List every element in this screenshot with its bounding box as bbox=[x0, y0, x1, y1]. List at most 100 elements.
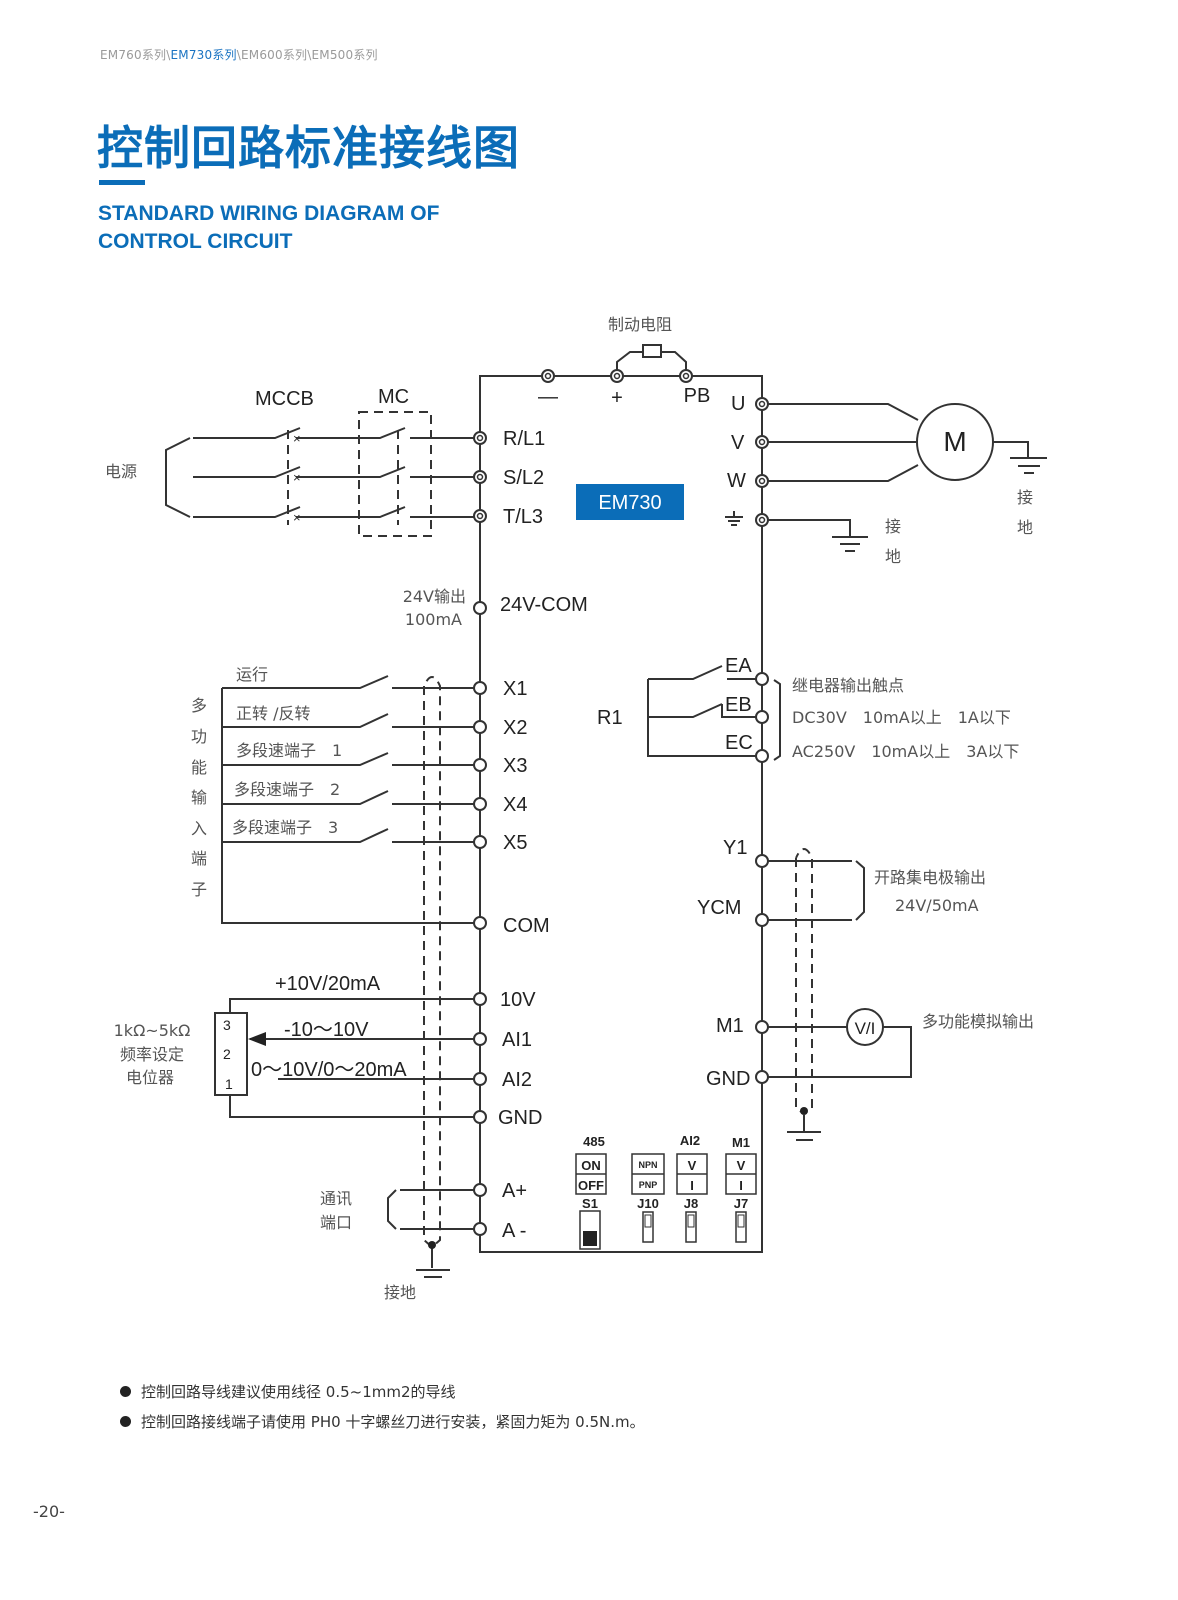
svg-text:通讯: 通讯 bbox=[320, 1189, 352, 1208]
shield-cable-left bbox=[423, 676, 441, 1249]
notes-list: 控制回路导线建议使用线径 0.5~1mm2的导线 控制回路接线端子请使用 PH0… bbox=[120, 1376, 645, 1436]
svg-text:T/L3: T/L3 bbox=[503, 506, 543, 528]
analog-ground-icon bbox=[787, 1114, 821, 1141]
mc-box bbox=[358, 411, 432, 537]
brake-resistor-icon bbox=[642, 344, 662, 358]
svg-text:V/I: V/I bbox=[855, 1019, 876, 1038]
switch-j10[interactable]: NPN PNP J10 bbox=[631, 1153, 665, 1243]
switch-j7[interactable]: M1 V I J7 bbox=[725, 1135, 757, 1243]
svg-text:M1: M1 bbox=[732, 1135, 750, 1150]
breadcrumb-item[interactable]: EM600系列 bbox=[241, 48, 308, 62]
switch-j8[interactable]: AI2 V I J8 bbox=[676, 1133, 708, 1243]
svg-text:GND: GND bbox=[498, 1107, 542, 1129]
input-terminals: R/L1 S/L2 T/L3 bbox=[473, 428, 545, 528]
svg-text:V: V bbox=[688, 1158, 697, 1173]
svg-text:M1: M1 bbox=[716, 1015, 744, 1037]
comm-ground-icon bbox=[416, 1247, 450, 1278]
svg-text:+: + bbox=[611, 387, 623, 409]
mccb-label: MCCB bbox=[255, 388, 314, 410]
multi-input-label: 多 功 能 输 入 端 子 bbox=[191, 696, 207, 899]
svg-text:X4: X4 bbox=[503, 794, 527, 816]
svg-text:S1: S1 bbox=[582, 1196, 598, 1211]
svg-text:继电器输出触点: 继电器输出触点 bbox=[792, 676, 904, 695]
svg-text:24V/50mA: 24V/50mA bbox=[895, 896, 979, 915]
power-source-label: 电源 bbox=[105, 462, 137, 481]
page-number: -20- bbox=[33, 1502, 65, 1521]
svg-text:EC: EC bbox=[725, 732, 753, 754]
bullet-icon bbox=[120, 1415, 131, 1427]
svg-text:YCM: YCM bbox=[697, 897, 741, 919]
svg-text:0～10V/0～20mA: 0～10V/0～20mA bbox=[251, 1059, 407, 1081]
svg-text:NPN: NPN bbox=[638, 1160, 657, 1170]
svg-text:J10: J10 bbox=[637, 1196, 659, 1211]
svg-text:R/L1: R/L1 bbox=[503, 428, 545, 450]
svg-text:AI2: AI2 bbox=[502, 1069, 532, 1091]
bullet-icon bbox=[120, 1385, 131, 1397]
svg-text:OFF: OFF bbox=[578, 1178, 604, 1193]
svg-text:子: 子 bbox=[191, 880, 207, 899]
svg-text:PNP: PNP bbox=[639, 1180, 658, 1190]
breadcrumb-item[interactable]: EM760系列 bbox=[100, 48, 167, 62]
svg-text:—: — bbox=[538, 386, 558, 408]
svg-text:V: V bbox=[737, 1158, 746, 1173]
svg-text:A+: A+ bbox=[502, 1180, 527, 1202]
svg-text:AC250V 10mA以上 3A以下: AC250V 10mA以上 3A以下 bbox=[792, 742, 1019, 761]
title-underline bbox=[99, 180, 145, 185]
device-ground-icon bbox=[768, 519, 868, 552]
output-terminals: U V W bbox=[725, 393, 769, 527]
shield-cable-right bbox=[795, 848, 813, 1116]
mc-label: MC bbox=[378, 386, 409, 408]
svg-text:AI2: AI2 bbox=[680, 1133, 700, 1148]
svg-text:×: × bbox=[293, 470, 301, 485]
svg-text:正转 /反转: 正转 /反转 bbox=[236, 704, 310, 723]
svg-text:能: 能 bbox=[191, 758, 207, 777]
brake-resistor-label: 制动电阻 bbox=[608, 315, 672, 334]
svg-text:×: × bbox=[293, 431, 301, 446]
svg-text:接: 接 bbox=[1017, 488, 1033, 507]
relay-name: R1 bbox=[597, 707, 623, 729]
svg-text:3: 3 bbox=[223, 1017, 231, 1033]
motor-label: M bbox=[943, 426, 966, 457]
svg-text:X3: X3 bbox=[503, 755, 527, 777]
power-lines: ××× bbox=[193, 427, 480, 525]
svg-text:1kΩ~5kΩ: 1kΩ~5kΩ bbox=[114, 1021, 191, 1040]
svg-text:I: I bbox=[690, 1178, 694, 1193]
page-subtitle: STANDARD WIRING DIAGRAM OF CONTROL CIRCU… bbox=[98, 202, 440, 253]
svg-text:多段速端子 3: 多段速端子 3 bbox=[232, 818, 338, 837]
digital-input-rows: 运行 正转 /反转 多段速端子 1 多段速端子 2 多段速端子 3 X1 X2 … bbox=[222, 665, 550, 937]
motor-ground-icon bbox=[993, 441, 1047, 474]
svg-text:频率设定: 频率设定 bbox=[120, 1045, 184, 1064]
svg-text:开路集电极输出: 开路集电极输出 bbox=[874, 868, 986, 887]
svg-text:A -: A - bbox=[502, 1220, 526, 1242]
svg-text:端: 端 bbox=[191, 849, 207, 868]
svg-text:多: 多 bbox=[191, 696, 207, 715]
svg-text:地: 地 bbox=[885, 547, 901, 566]
svg-text:1: 1 bbox=[225, 1076, 233, 1092]
switch-s1[interactable]: 485 ON OFF S1 bbox=[575, 1134, 607, 1250]
breadcrumb: EM760系列\EM730系列\EM600系列\EM500系列 bbox=[100, 48, 378, 62]
svg-text:端口: 端口 bbox=[320, 1213, 352, 1232]
svg-text:X2: X2 bbox=[503, 717, 527, 739]
breadcrumb-item[interactable]: EM500系列 bbox=[311, 48, 378, 62]
svg-text:EB: EB bbox=[725, 694, 752, 716]
svg-text:多段速端子 2: 多段速端子 2 bbox=[234, 780, 340, 799]
device-label: EM730 bbox=[598, 492, 661, 514]
svg-text:S/L2: S/L2 bbox=[503, 467, 544, 489]
svg-text:10V: 10V bbox=[500, 989, 536, 1011]
svg-text:U: U bbox=[731, 393, 745, 415]
svg-text:2: 2 bbox=[223, 1046, 231, 1062]
note-item: 控制回路接线端子请使用 PH0 十字螺丝刀进行安装，紧固力矩为 0.5N.m。 bbox=[120, 1406, 645, 1436]
svg-text:PB: PB bbox=[684, 385, 711, 407]
note-item: 控制回路导线建议使用线径 0.5~1mm2的导线 bbox=[120, 1376, 645, 1406]
svg-text:Y1: Y1 bbox=[723, 837, 747, 859]
com-terminal: COM bbox=[503, 915, 550, 937]
breadcrumb-item-active[interactable]: EM730系列 bbox=[170, 48, 237, 62]
meter-icon bbox=[846, 1008, 884, 1046]
v24-label: 24V输出 bbox=[403, 587, 466, 606]
svg-text:J7: J7 bbox=[734, 1196, 748, 1211]
svg-text:多段速端子 1: 多段速端子 1 bbox=[236, 741, 342, 760]
svg-text:W: W bbox=[727, 470, 746, 492]
svg-text:-10～10V: -10～10V bbox=[284, 1019, 369, 1041]
svg-text:输: 输 bbox=[191, 788, 207, 807]
